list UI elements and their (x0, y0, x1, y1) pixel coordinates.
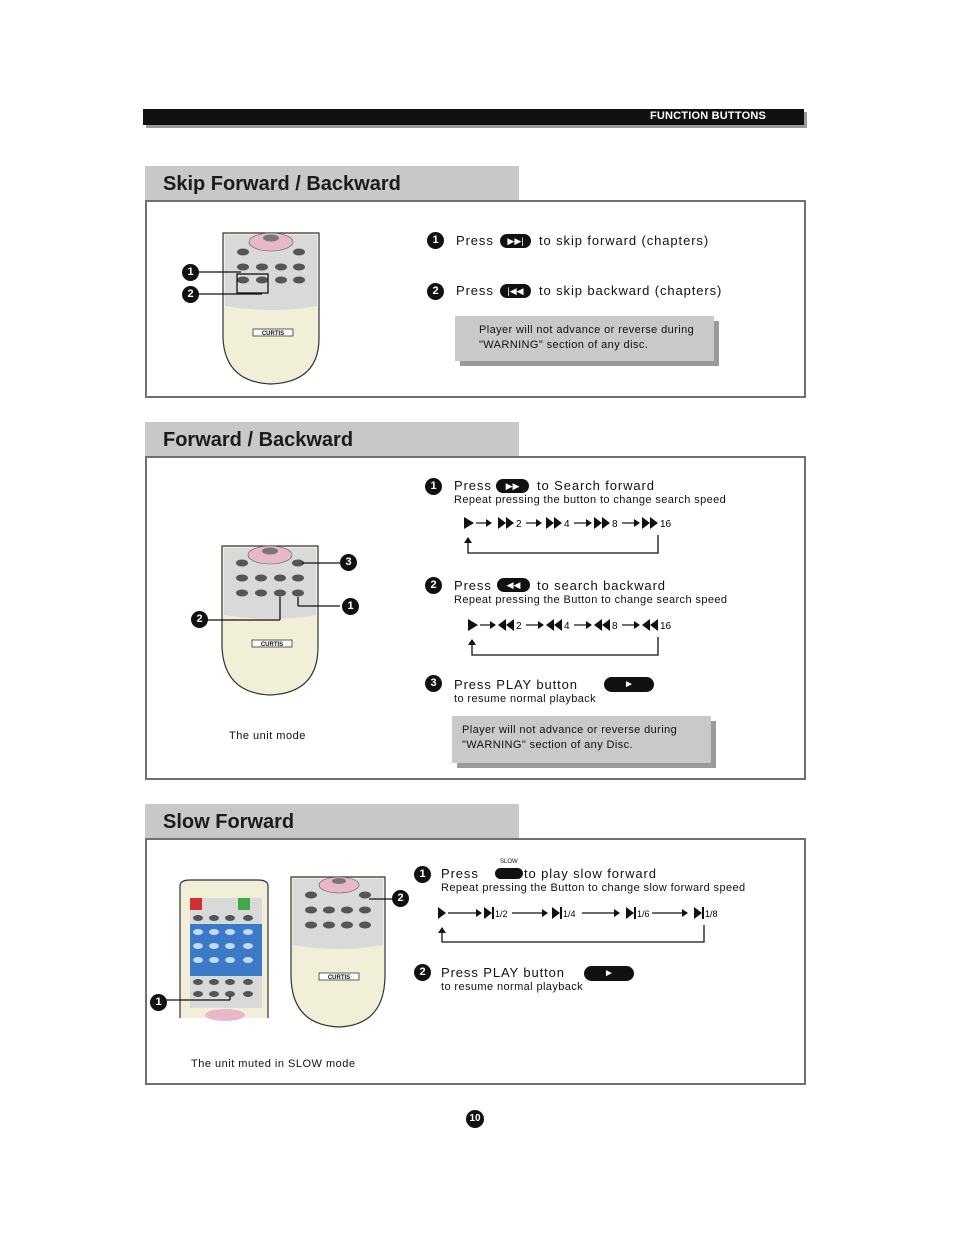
forward-step1-press: Press (454, 478, 492, 493)
skip-next-icon: ▶▶| (500, 234, 531, 248)
rewind-icon: ◀◀ (497, 578, 530, 592)
slow-step1-number: 1 (414, 866, 431, 883)
forward-remote-brand: CURTIS (261, 642, 283, 648)
forward-speed-4: 4 (564, 519, 570, 530)
forward-callout-2: 2 (191, 611, 208, 628)
slow-step1-text: to play slow forward (524, 866, 657, 881)
forward-step3-number: 3 (425, 675, 442, 692)
forward-warning-line1: Player will not advance or reverse durin… (462, 724, 678, 736)
skip-prev-icon: |◀◀ (500, 284, 531, 298)
header-title: FUNCTION BUTTONS (649, 110, 766, 122)
slow-callout-2: 2 (392, 890, 409, 907)
remote-illustration-numpad (166, 879, 269, 1021)
slow-button-icon (495, 868, 523, 879)
skip-warning-line2: "WARNING" section of any disc. (479, 339, 649, 351)
remote-illustration-slow: CURTIS (290, 876, 393, 1028)
backward-speed-2: 2 (516, 621, 522, 632)
play-icon: ► (604, 677, 654, 692)
forward-warning-line2: "WARNING" section of any Disc. (462, 739, 633, 751)
forward-step2-number: 2 (425, 577, 442, 594)
backward-speed-16: 16 (660, 621, 672, 632)
slow-step1-sub: Repeat pressing the Button to change slo… (441, 882, 746, 894)
forward-section-tab: Forward / Backward (145, 422, 519, 456)
slow-callout-1: 1 (150, 994, 167, 1011)
header-bar: FUNCTION BUTTONS (143, 109, 804, 125)
slow-play-icon: ► (584, 966, 634, 981)
slow-remote-brand: CURTIS (328, 975, 350, 981)
skip-section-tab: Skip Forward / Backward (145, 166, 519, 200)
forward-step2-press: Press (454, 578, 492, 593)
forward-step3-sub: to resume normal playback (454, 693, 597, 705)
skip-step2-number: 2 (427, 283, 444, 300)
forward-speed-16: 16 (660, 519, 672, 530)
slow-caption: The unit muted in SLOW mode (191, 1058, 356, 1070)
slow-button-label: SLOW (500, 859, 518, 865)
forward-step1-text: to Search forward (537, 478, 655, 493)
remote-illustration-forward: CURTIS (206, 545, 340, 696)
forward-step2-text: to search backward (537, 578, 666, 593)
skip-step1-number: 1 (427, 232, 444, 249)
forward-callout-3: 3 (340, 554, 357, 571)
skip-section-title: Skip Forward / Backward (163, 173, 401, 195)
backward-speed-diagram: 2 4 8 16 (468, 619, 672, 656)
forward-step2-sub: Repeat pressing the Button to change sea… (454, 594, 728, 606)
slow-speed-half: 1/2 (495, 909, 508, 919)
forward-caption: The unit mode (229, 730, 306, 742)
skip-remote-brand: CURTIS (262, 331, 284, 337)
forward-speed-diagram: 2 4 8 16 (464, 517, 672, 554)
fast-forward-icon: ▶▶ (496, 479, 529, 493)
forward-step3-press: Press PLAY button (454, 677, 578, 692)
skip-warning-line1: Player will not advance or reverse durin… (479, 324, 695, 336)
slow-speed-sixth: 1/6 (637, 909, 650, 919)
slow-step2-sub: to resume normal playback (441, 981, 584, 993)
forward-callout-1: 1 (342, 598, 359, 615)
skip-step1-text: to skip forward (chapters) (539, 233, 710, 248)
forward-step1-number: 1 (425, 478, 442, 495)
skip-step2-press: Press (456, 283, 494, 298)
slow-section-title: Slow Forward (163, 811, 295, 833)
skip-callout-1: 1 (182, 264, 199, 281)
backward-speed-4: 4 (564, 621, 570, 632)
slow-speed-quarter: 1/4 (563, 909, 576, 919)
skip-callout-2: 2 (182, 286, 199, 303)
backward-speed-8: 8 (612, 621, 618, 632)
slow-speed-eighth: 1/8 (705, 909, 718, 919)
slow-step2-press: Press PLAY button (441, 965, 565, 980)
slow-step2-number: 2 (414, 964, 431, 981)
slow-section-tab: Slow Forward (145, 804, 519, 838)
slow-step1-press: Press (441, 866, 479, 881)
forward-section-title: Forward / Backward (163, 429, 354, 451)
forward-step1-sub: Repeat pressing the button to change sea… (454, 494, 727, 506)
slow-speed-diagram: 1/2 1/4 1/6 1/8 (438, 907, 718, 943)
remote-illustration-skip: CURTIS (195, 232, 320, 385)
forward-warning-box: Player will not advance or reverse durin… (452, 716, 711, 763)
forward-speed-2: 2 (516, 519, 522, 530)
skip-step1-press: Press (456, 233, 494, 248)
page-number: 10 (466, 1110, 484, 1128)
skip-warning-box: Player will not advance or reverse durin… (455, 316, 714, 361)
skip-step2-text: to skip backward (chapters) (539, 283, 723, 298)
forward-speed-8: 8 (612, 519, 618, 530)
